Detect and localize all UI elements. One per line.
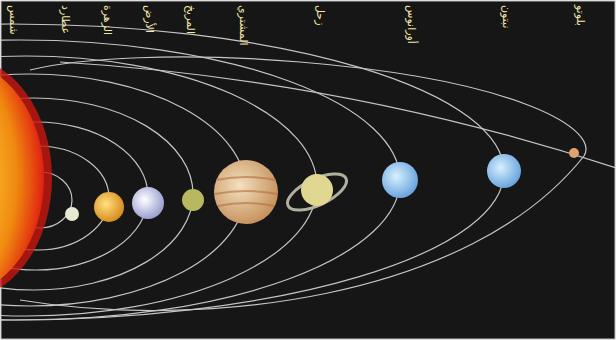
planet-name: بلوتو	[574, 5, 587, 26]
planet-name: زحل	[314, 5, 327, 25]
planet-name: شمس	[7, 5, 20, 35]
planet-name: الأرض	[143, 5, 156, 33]
planet-name: المشتري	[237, 5, 250, 46]
planet-name: المريخ	[184, 5, 197, 34]
planet-name: عطارد	[59, 5, 72, 34]
planet-name: نبتون	[500, 5, 513, 28]
planet-name: أورانوس	[405, 5, 418, 44]
planet-name: الزهرة	[101, 5, 114, 35]
